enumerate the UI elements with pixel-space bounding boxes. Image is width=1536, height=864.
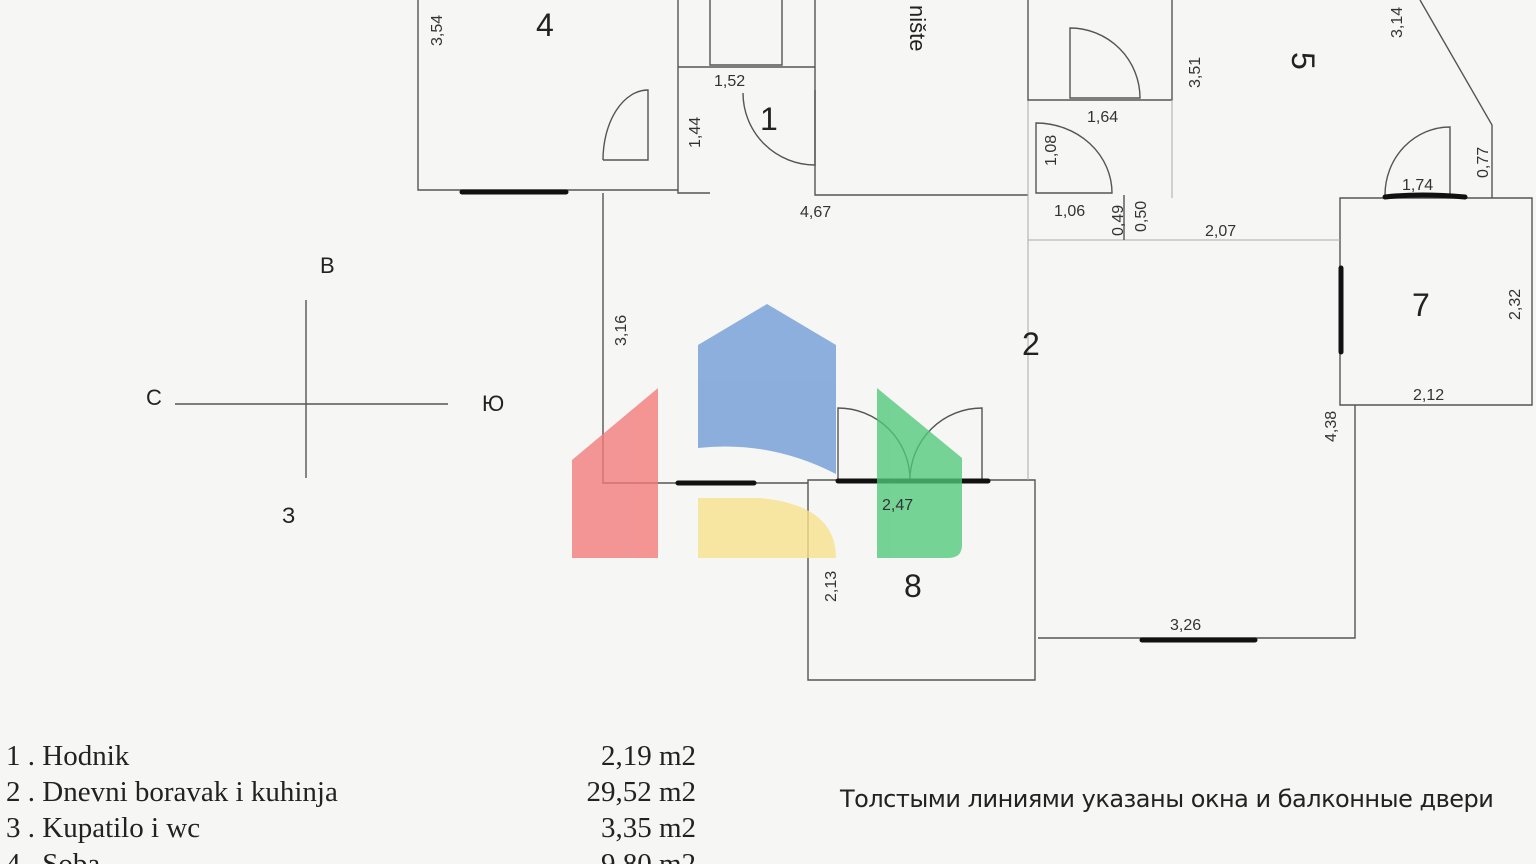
dimensions: 3,54 1,52 1,44 4,67 3,16 3,51 1,64 1,08 … bbox=[429, 7, 1524, 634]
dim: 4,38 bbox=[1323, 411, 1340, 442]
dim: 1,52 bbox=[714, 73, 745, 90]
room-4: 4 bbox=[536, 7, 554, 43]
dim: 0,50 bbox=[1133, 201, 1150, 232]
legend-row: 3 . Kupatilo i wc 3,35 m2 bbox=[6, 810, 696, 846]
compass-north: В bbox=[320, 253, 335, 278]
dim: 1,44 bbox=[687, 117, 704, 148]
legend-area: 3,35 m2 bbox=[600, 812, 696, 844]
compass-east: Ю bbox=[482, 391, 504, 416]
dim: 2,13 bbox=[823, 571, 840, 602]
dim: 1,74 bbox=[1402, 177, 1433, 194]
watermark-logo bbox=[572, 304, 962, 558]
dim: 1,06 bbox=[1054, 203, 1085, 220]
legend-row: 1 . Hodnik 2,19 m2 bbox=[6, 738, 696, 774]
windows-note: Толстыми линиями указаны окна и балконны… bbox=[840, 785, 1494, 813]
dim: 3,14 bbox=[1389, 7, 1406, 38]
legend-area: 29,52 m2 bbox=[586, 776, 696, 808]
compass-west: С bbox=[146, 385, 162, 410]
compass: В С Ю З bbox=[146, 253, 504, 528]
dim: 2,32 bbox=[1507, 289, 1524, 320]
dim: 3,51 bbox=[1187, 57, 1204, 88]
legend-label: 3 . Kupatilo i wc bbox=[6, 812, 201, 844]
dim: 3,54 bbox=[429, 15, 446, 46]
room-partial-label: nište bbox=[905, 5, 930, 51]
legend-row: 2 . Dnevni boravak i kuhinja 29,52 m2 bbox=[6, 774, 696, 810]
dim: 3,26 bbox=[1170, 617, 1201, 634]
compass-south: З bbox=[282, 503, 295, 528]
walls bbox=[417, 0, 1533, 681]
logo-blue-shape bbox=[698, 304, 836, 474]
room-5: 5 bbox=[1285, 52, 1321, 70]
legend-area: 9,80 m2 bbox=[600, 848, 696, 864]
dim: 2,12 bbox=[1413, 387, 1444, 404]
dim: 4,67 bbox=[800, 204, 831, 221]
dim: 2,47 bbox=[882, 497, 913, 514]
windows bbox=[459, 189, 1468, 643]
legend-area: 2,19 m2 bbox=[600, 740, 696, 772]
logo-green-shape bbox=[877, 388, 962, 558]
logo-red-shape bbox=[572, 388, 658, 558]
legend-row: 4 . Soba 9,80 m2 bbox=[6, 846, 696, 864]
dim: 0,49 bbox=[1110, 205, 1127, 236]
dim: 2,07 bbox=[1205, 223, 1236, 240]
dim: 1,08 bbox=[1043, 135, 1060, 166]
room-8: 8 bbox=[904, 568, 922, 604]
legend-label: 1 . Hodnik bbox=[6, 740, 130, 772]
room-numbers: 4 1 2 7 8 5 nište bbox=[536, 5, 1430, 604]
dim: 1,64 bbox=[1087, 109, 1118, 126]
legend-label: 2 . Dnevni boravak i kuhinja bbox=[6, 776, 338, 808]
room-1: 1 bbox=[760, 101, 778, 137]
room-7: 7 bbox=[1412, 287, 1430, 323]
room-2: 2 bbox=[1022, 326, 1040, 362]
dim: 3,16 bbox=[613, 315, 630, 346]
dim: 0,77 bbox=[1475, 147, 1492, 178]
logo-yellow-shape bbox=[698, 498, 836, 558]
room-legend: 1 . Hodnik 2,19 m2 2 . Dnevni boravak i k… bbox=[6, 738, 696, 864]
legend-label: 4 . Soba bbox=[6, 848, 101, 864]
